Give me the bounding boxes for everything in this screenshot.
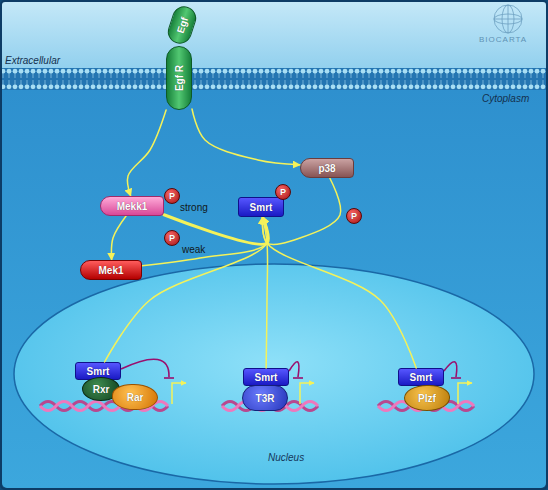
compartment-label: Nucleus xyxy=(268,452,304,463)
protein-label: Rar xyxy=(127,392,144,403)
phosphate: P xyxy=(275,184,291,200)
kinase: p38 xyxy=(300,158,354,178)
activation-arrow xyxy=(128,110,167,196)
protein-label: P xyxy=(169,233,175,243)
activation-arrow xyxy=(111,216,126,260)
corepressor: Smrt xyxy=(398,368,444,386)
protein-label: Rxr xyxy=(93,384,110,395)
activation-arrow xyxy=(142,217,268,266)
protein-label: T3R xyxy=(256,393,275,404)
phosphate: P xyxy=(164,230,180,246)
edge-label: weak xyxy=(182,244,205,255)
edge-label: strong xyxy=(180,202,208,213)
protein-label: p38 xyxy=(318,163,335,174)
corepressor: Smrt xyxy=(238,197,284,217)
protein-label: Egf xyxy=(174,16,189,35)
kinase: Mekk1 xyxy=(100,196,164,216)
protein-label: Mek1 xyxy=(98,265,123,276)
compartment-label: Extracellular xyxy=(5,55,60,66)
protein-label: P xyxy=(280,187,286,197)
ligand: Egf xyxy=(165,3,200,47)
plasma-membrane xyxy=(2,68,546,90)
protein-label: Plzf xyxy=(418,393,436,404)
protein-label: P xyxy=(169,191,175,201)
nuclear-receptor: Rar xyxy=(112,384,158,410)
protein-label: Smrt xyxy=(87,366,110,377)
logo-globe xyxy=(494,5,522,33)
protein-label: Egf R xyxy=(174,65,185,91)
watermark: BIOCARTA xyxy=(479,35,527,44)
corepressor: Smrt xyxy=(243,368,289,386)
protein-label: Smrt xyxy=(410,372,433,383)
compartment-label: Cytoplasm xyxy=(482,93,529,104)
protein-label: P xyxy=(351,211,357,221)
nucleus: Nucleus SmrtRxrRar SmrtT3R SmrtPlzf xyxy=(12,262,536,486)
protein-label: Smrt xyxy=(250,202,273,213)
nucleus-outline xyxy=(14,264,534,484)
receptor: Egf R xyxy=(166,46,192,110)
phosphate: P xyxy=(346,208,362,224)
kinase: Mek1 xyxy=(80,260,142,280)
transcription-factor: Plzf xyxy=(404,385,450,411)
activation-arrow xyxy=(192,109,300,165)
phosphate: P xyxy=(164,188,180,204)
extracellular-space xyxy=(2,2,546,68)
protein-label: Mekk1 xyxy=(117,201,148,212)
protein-label: Smrt xyxy=(255,372,278,383)
nuclear-receptor: T3R xyxy=(242,385,288,411)
